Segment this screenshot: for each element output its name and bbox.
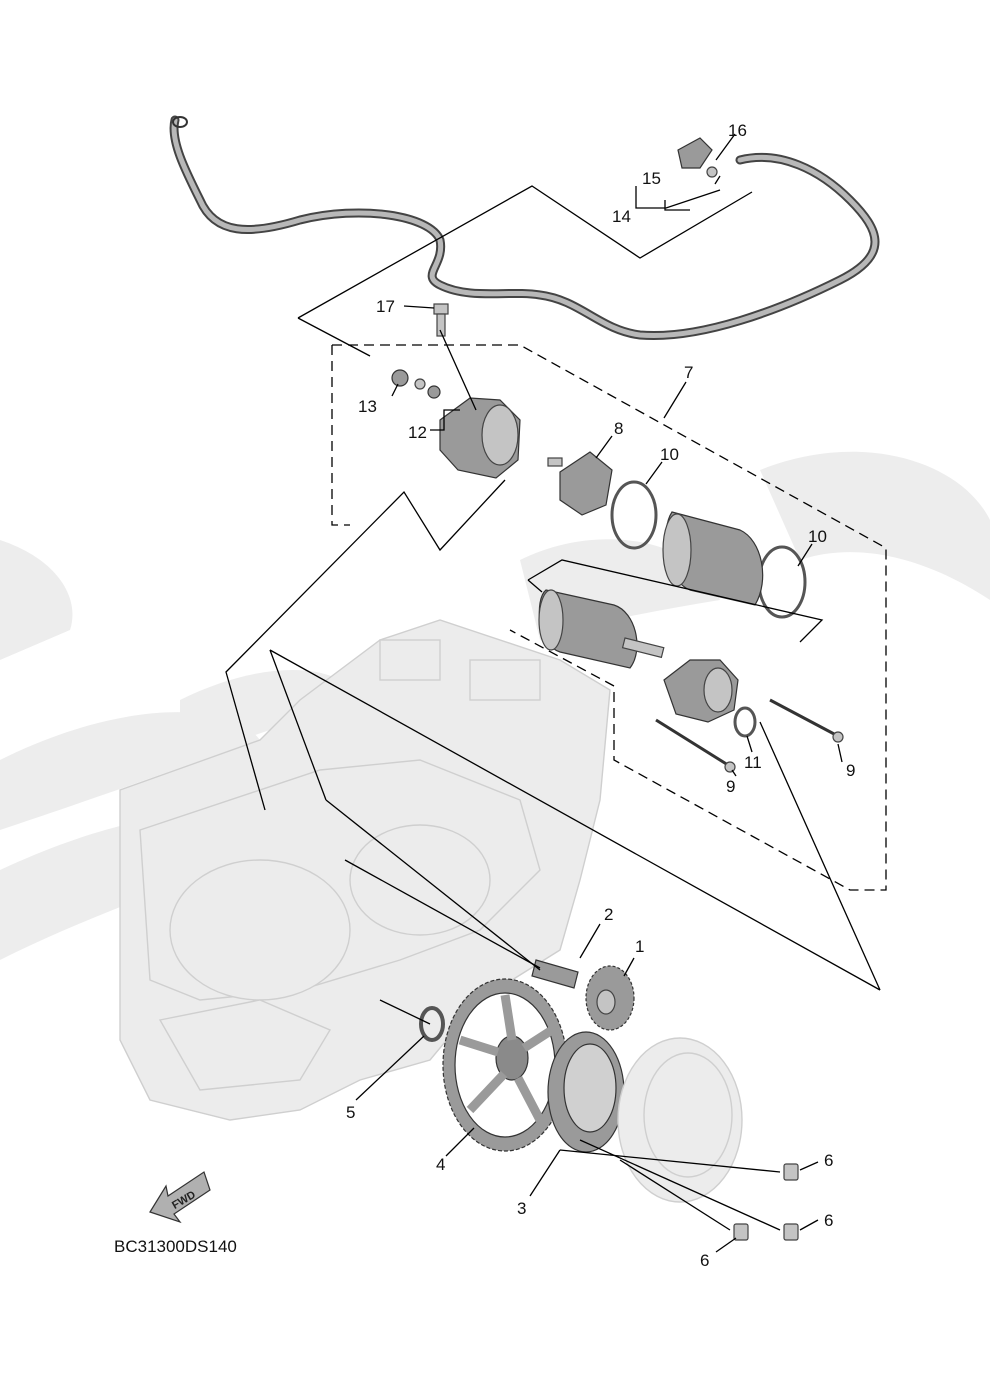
- idle-gear-1: [585, 965, 635, 1031]
- callout-12: 12: [408, 423, 427, 442]
- bolt-17: [433, 303, 449, 337]
- callout-11: 11: [744, 753, 762, 772]
- callout-15: 15: [642, 169, 661, 188]
- idle-shaft-2: [531, 959, 579, 989]
- callout-1: 1: [635, 937, 644, 956]
- bolt-6-b: [783, 1223, 799, 1241]
- callout-6-b: 6: [824, 1211, 833, 1230]
- nut-13: [391, 369, 409, 387]
- o-ring-11: [733, 706, 757, 738]
- callout-4: 4: [436, 1155, 445, 1174]
- bolt-head-9-lower: [724, 761, 736, 773]
- long-bolt-9-upper: [769, 698, 837, 737]
- fwd-arrow-icon: FWD: [149, 1171, 211, 1224]
- callout-7: 7: [684, 363, 693, 382]
- starter-front-cover: [439, 397, 521, 479]
- starter-rear-cover: [663, 659, 739, 723]
- long-bolt-9-lower: [655, 718, 729, 767]
- bolt-6-c: [733, 1223, 749, 1241]
- callout-10-a: 10: [660, 445, 679, 464]
- generator-rotor: [617, 1037, 743, 1203]
- callout-9-b: 9: [726, 777, 735, 796]
- callout-6-a: 6: [824, 1151, 833, 1170]
- callout-16: 16: [728, 121, 747, 140]
- starter-wheel-gear-4: [442, 978, 568, 1152]
- nut-16: [706, 166, 718, 178]
- nut-12: [427, 385, 441, 399]
- terminal-cap-15: [677, 137, 713, 169]
- callout-17: 17: [376, 297, 395, 316]
- callout-9-a: 9: [846, 761, 855, 780]
- callout-14: 14: [612, 207, 631, 226]
- callout-2: 2: [604, 905, 613, 924]
- armature: [538, 589, 665, 669]
- callout-5: 5: [346, 1103, 355, 1122]
- washer-13: [414, 378, 426, 390]
- o-ring-10-front: [610, 480, 658, 550]
- callout-3: 3: [517, 1199, 526, 1218]
- callout-10-b: 10: [808, 527, 827, 546]
- callout-labels: 1 2 3 4 5 6 6 6 6 7 8 9 9 10 10 11 12 13…: [346, 121, 855, 1270]
- callout-6-c: 6: [700, 1251, 709, 1270]
- bolt-head-9-upper: [832, 731, 844, 743]
- washer-5: [419, 1006, 445, 1042]
- bolt-6-a: [783, 1163, 799, 1181]
- leader-lines: [225, 133, 887, 1253]
- one-way-clutch-3: [547, 1031, 625, 1153]
- drawing-code: BC31300DS140: [114, 1237, 237, 1256]
- callout-8: 8: [614, 419, 623, 438]
- callout-13: 13: [358, 397, 377, 416]
- starter-cable: [169, 115, 880, 341]
- starter-yoke: [662, 511, 764, 606]
- brush-holder-8: [547, 451, 613, 516]
